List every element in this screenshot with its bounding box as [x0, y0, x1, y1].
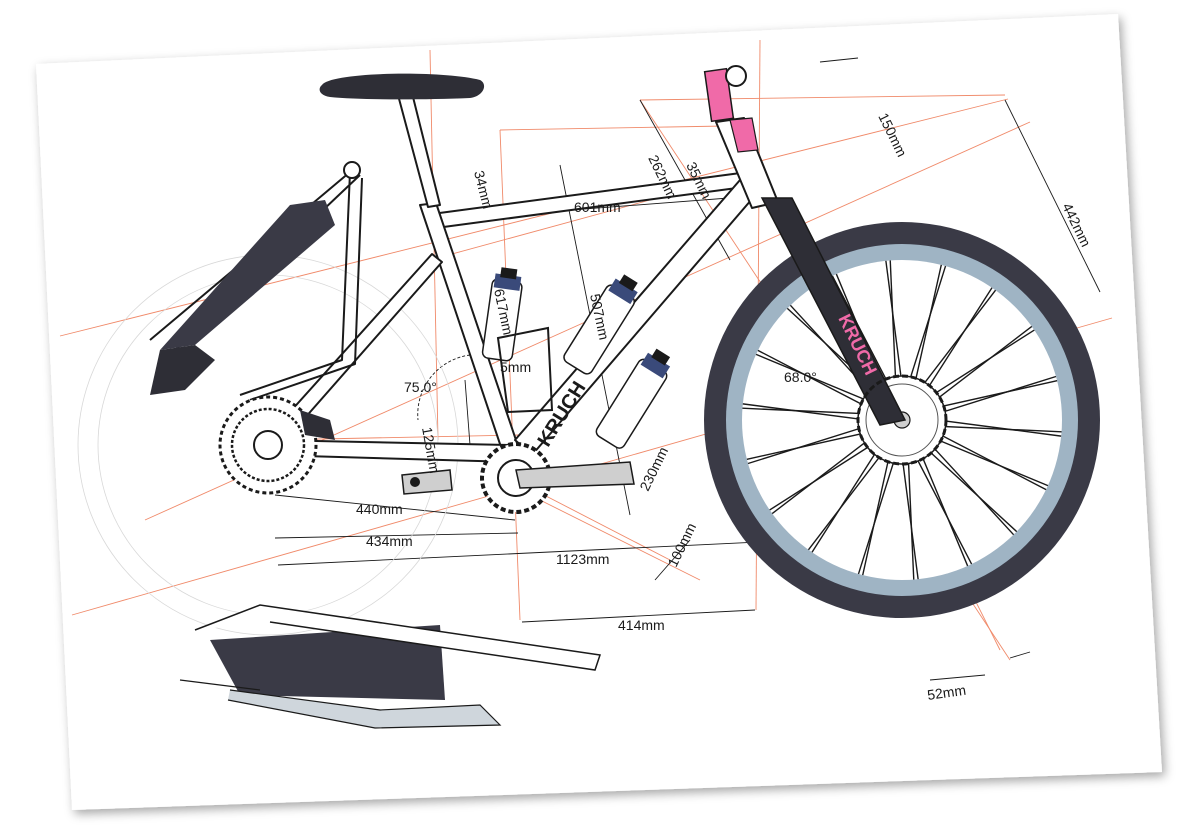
- drivetrain: [401, 442, 635, 514]
- label-bb-drop: 125mm: [419, 426, 443, 475]
- rear-rack: [150, 161, 361, 395]
- stem-assembly: [703, 65, 759, 153]
- rear-cassette: [218, 395, 335, 495]
- label-seat-angle: 75.0°: [404, 379, 437, 395]
- label-chainstay: 440mm: [356, 501, 403, 517]
- label-top-tube: 601mm: [574, 199, 621, 215]
- label-head-angle: 68.0°: [784, 369, 817, 385]
- bike-frame: [149, 92, 779, 463]
- detached-rack: [179, 604, 601, 729]
- brake-rotor: [856, 374, 948, 466]
- label-bb-offset: 5mm: [500, 359, 531, 375]
- label-wheelbase: 1123mm: [556, 551, 609, 567]
- label-fork-offset: 52mm: [926, 682, 967, 703]
- saddle: [319, 73, 485, 100]
- label-front-center: 414mm: [618, 617, 665, 633]
- water-bottles: [481, 267, 671, 449]
- label-chainstay-horizontal: 434mm: [366, 533, 413, 549]
